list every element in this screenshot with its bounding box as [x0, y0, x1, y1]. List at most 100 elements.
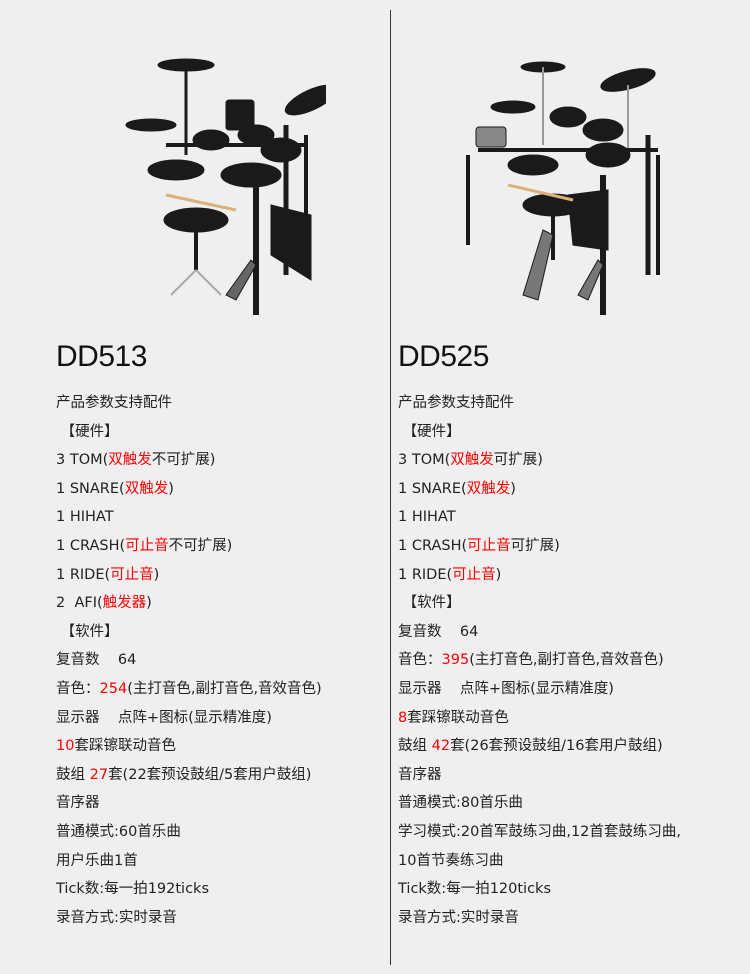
spec-line: 录音方式:实时录音	[398, 904, 681, 933]
spec-line: 1 RIDE(可止音)	[398, 561, 681, 590]
spec-line: 1 SNARE(双触发)	[398, 475, 681, 504]
spec-text: 产品参数支持配件	[56, 395, 172, 411]
spec-line: 1 SNARE(双触发)	[56, 475, 322, 504]
spec-highlight: 8	[398, 709, 408, 726]
spec-text: 1 CRASH(	[398, 537, 468, 554]
spec-text: 1 SNARE(	[56, 480, 125, 497]
spec-text: 可扩展)	[493, 452, 543, 469]
model-title: DD513	[56, 340, 147, 373]
spec-line: 显示器 点阵+图标(显示精准度)	[398, 675, 681, 704]
spec-text: 1 HIHAT	[398, 509, 456, 526]
spec-text: 3 TOM(	[398, 452, 451, 469]
spec-line: 产品参数支持配件	[56, 389, 322, 418]
spec-line: 音序器	[56, 789, 322, 818]
spec-line: 8套踩镲联动音色	[398, 704, 681, 733]
spec-line: 复音数 64	[398, 618, 681, 647]
spec-highlight: 双触发	[108, 452, 152, 469]
spec-text: 【硬件】	[398, 423, 461, 440]
spec-text: 复音数 64	[398, 623, 479, 640]
spec-line: 鼓组 42套(26套预设鼓组/16套用户鼓组)	[398, 732, 681, 761]
spec-highlight: 可止音	[110, 566, 154, 583]
spec-line: 10首节奏练习曲	[398, 847, 681, 876]
spec-text: 不可扩展)	[168, 537, 233, 554]
spec-text: 1 SNARE(	[398, 480, 467, 497]
spec-text: 音序器	[398, 766, 442, 783]
spec-text: (主打音色,副打音色,音效音色)	[127, 680, 322, 697]
spec-line: 1 HIHAT	[56, 503, 322, 532]
spec-highlight: 10	[56, 738, 75, 755]
spec-list: 产品参数支持配件 【硬件】3 TOM(双触发可扩展)1 SNARE(双触发)1 …	[398, 389, 681, 932]
spec-text: 2 AFI(	[56, 595, 103, 612]
spec-line: 1 HIHAT	[398, 503, 681, 532]
spec-text: 学习模式:20首军鼓练习曲,12首套鼓练习曲,	[398, 823, 682, 840]
model-title: DD525	[398, 340, 489, 373]
spec-line: 【软件】	[56, 618, 322, 647]
spec-highlight: 可止音	[467, 537, 511, 554]
spec-line: 2 AFI(触发器)	[56, 589, 322, 618]
spec-text: 套(26套预设鼓组/16套用户鼓组)	[450, 738, 663, 755]
spec-text: 可扩展)	[510, 537, 560, 554]
spec-line: 3 TOM(双触发可扩展)	[398, 446, 681, 475]
spec-text: 1 RIDE(	[398, 566, 453, 583]
spec-text: 显示器 点阵+图标(显示精准度)	[56, 709, 272, 726]
spec-line: 普通模式:80首乐曲	[398, 789, 681, 818]
spec-line: 显示器 点阵+图标(显示精准度)	[56, 704, 322, 733]
spec-line: 录音方式:实时录音	[56, 904, 322, 933]
spec-highlight: 双触发	[466, 480, 511, 497]
spec-line: 产品参数支持配件	[398, 389, 681, 418]
spec-text: 用户乐曲1首	[56, 852, 138, 869]
spec-highlight: 395	[441, 652, 470, 669]
spec-text: Tick数:每一拍192ticks	[56, 881, 210, 898]
spec-text: 10首节奏练习曲	[398, 852, 504, 869]
spec-text: 【软件】	[56, 623, 119, 640]
spec-text: 音序器	[56, 795, 100, 812]
drum-kit-image	[125, 58, 326, 315]
spec-highlight: 可止音	[125, 537, 169, 554]
spec-text: )	[168, 480, 174, 497]
spec-text: 鼓组	[398, 738, 432, 755]
spec-line: Tick数:每一拍192ticks	[56, 875, 322, 904]
spec-text: )	[510, 480, 516, 497]
spec-line: 【硬件】	[56, 418, 322, 447]
spec-highlight: 双触发	[124, 480, 169, 497]
spec-text: 套踩镲联动音色	[407, 709, 509, 726]
spec-line: 1 CRASH(可止音可扩展)	[398, 532, 681, 561]
spec-text: )	[146, 595, 152, 612]
column-divider	[390, 10, 391, 965]
spec-line: 【硬件】	[398, 418, 681, 447]
spec-text: 【软件】	[398, 595, 461, 612]
spec-line: 音序器	[398, 761, 681, 790]
spec-text: )	[153, 566, 160, 583]
spec-text: 录音方式:实时录音	[56, 909, 177, 926]
spec-line: 3 TOM(双触发不可扩展)	[56, 446, 322, 475]
spec-line: 用户乐曲1首	[56, 847, 322, 876]
spec-highlight: 254	[99, 680, 128, 697]
spec-highlight: 双触发	[450, 452, 494, 469]
spec-text: 复音数 64	[56, 652, 137, 669]
spec-highlight: 可止音	[452, 566, 496, 583]
spec-text: 音色：	[56, 680, 100, 697]
spec-line: Tick数:每一拍120ticks	[398, 875, 681, 904]
spec-line: 1 RIDE(可止音)	[56, 561, 322, 590]
spec-text: 鼓组	[56, 766, 90, 783]
spec-line: 10套踩镲联动音色	[56, 732, 322, 761]
spec-line: 1 CRASH(可止音不可扩展)	[56, 532, 322, 561]
spec-list: 产品参数支持配件 【硬件】3 TOM(双触发不可扩展)1 SNARE(双触发)1…	[56, 389, 322, 932]
spec-text: 套(22套预设鼓组/5套用户鼓组)	[108, 766, 312, 783]
spec-highlight: 触发器	[102, 595, 147, 612]
spec-text: 3 TOM(	[56, 452, 109, 469]
spec-text: (主打音色,副打音色,音效音色)	[469, 652, 664, 669]
spec-line: 音色：395(主打音色,副打音色,音效音色)	[398, 646, 681, 675]
spec-line: 学习模式:20首军鼓练习曲,12首套鼓练习曲,	[398, 818, 681, 847]
spec-highlight: 27	[89, 766, 109, 783]
spec-line: 复音数 64	[56, 646, 322, 675]
drum-kit-image	[466, 61, 660, 315]
spec-text: 录音方式:实时录音	[398, 909, 519, 926]
spec-text: 1 CRASH(	[56, 537, 126, 554]
spec-text: 1 HIHAT	[56, 509, 114, 526]
spec-text: 音色：	[398, 652, 442, 669]
spec-line: 鼓组 27套(22套预设鼓组/5套用户鼓组)	[56, 761, 322, 790]
spec-text: 【硬件】	[56, 423, 119, 440]
spec-line: 【软件】	[398, 589, 681, 618]
spec-text: 产品参数支持配件	[398, 395, 514, 411]
